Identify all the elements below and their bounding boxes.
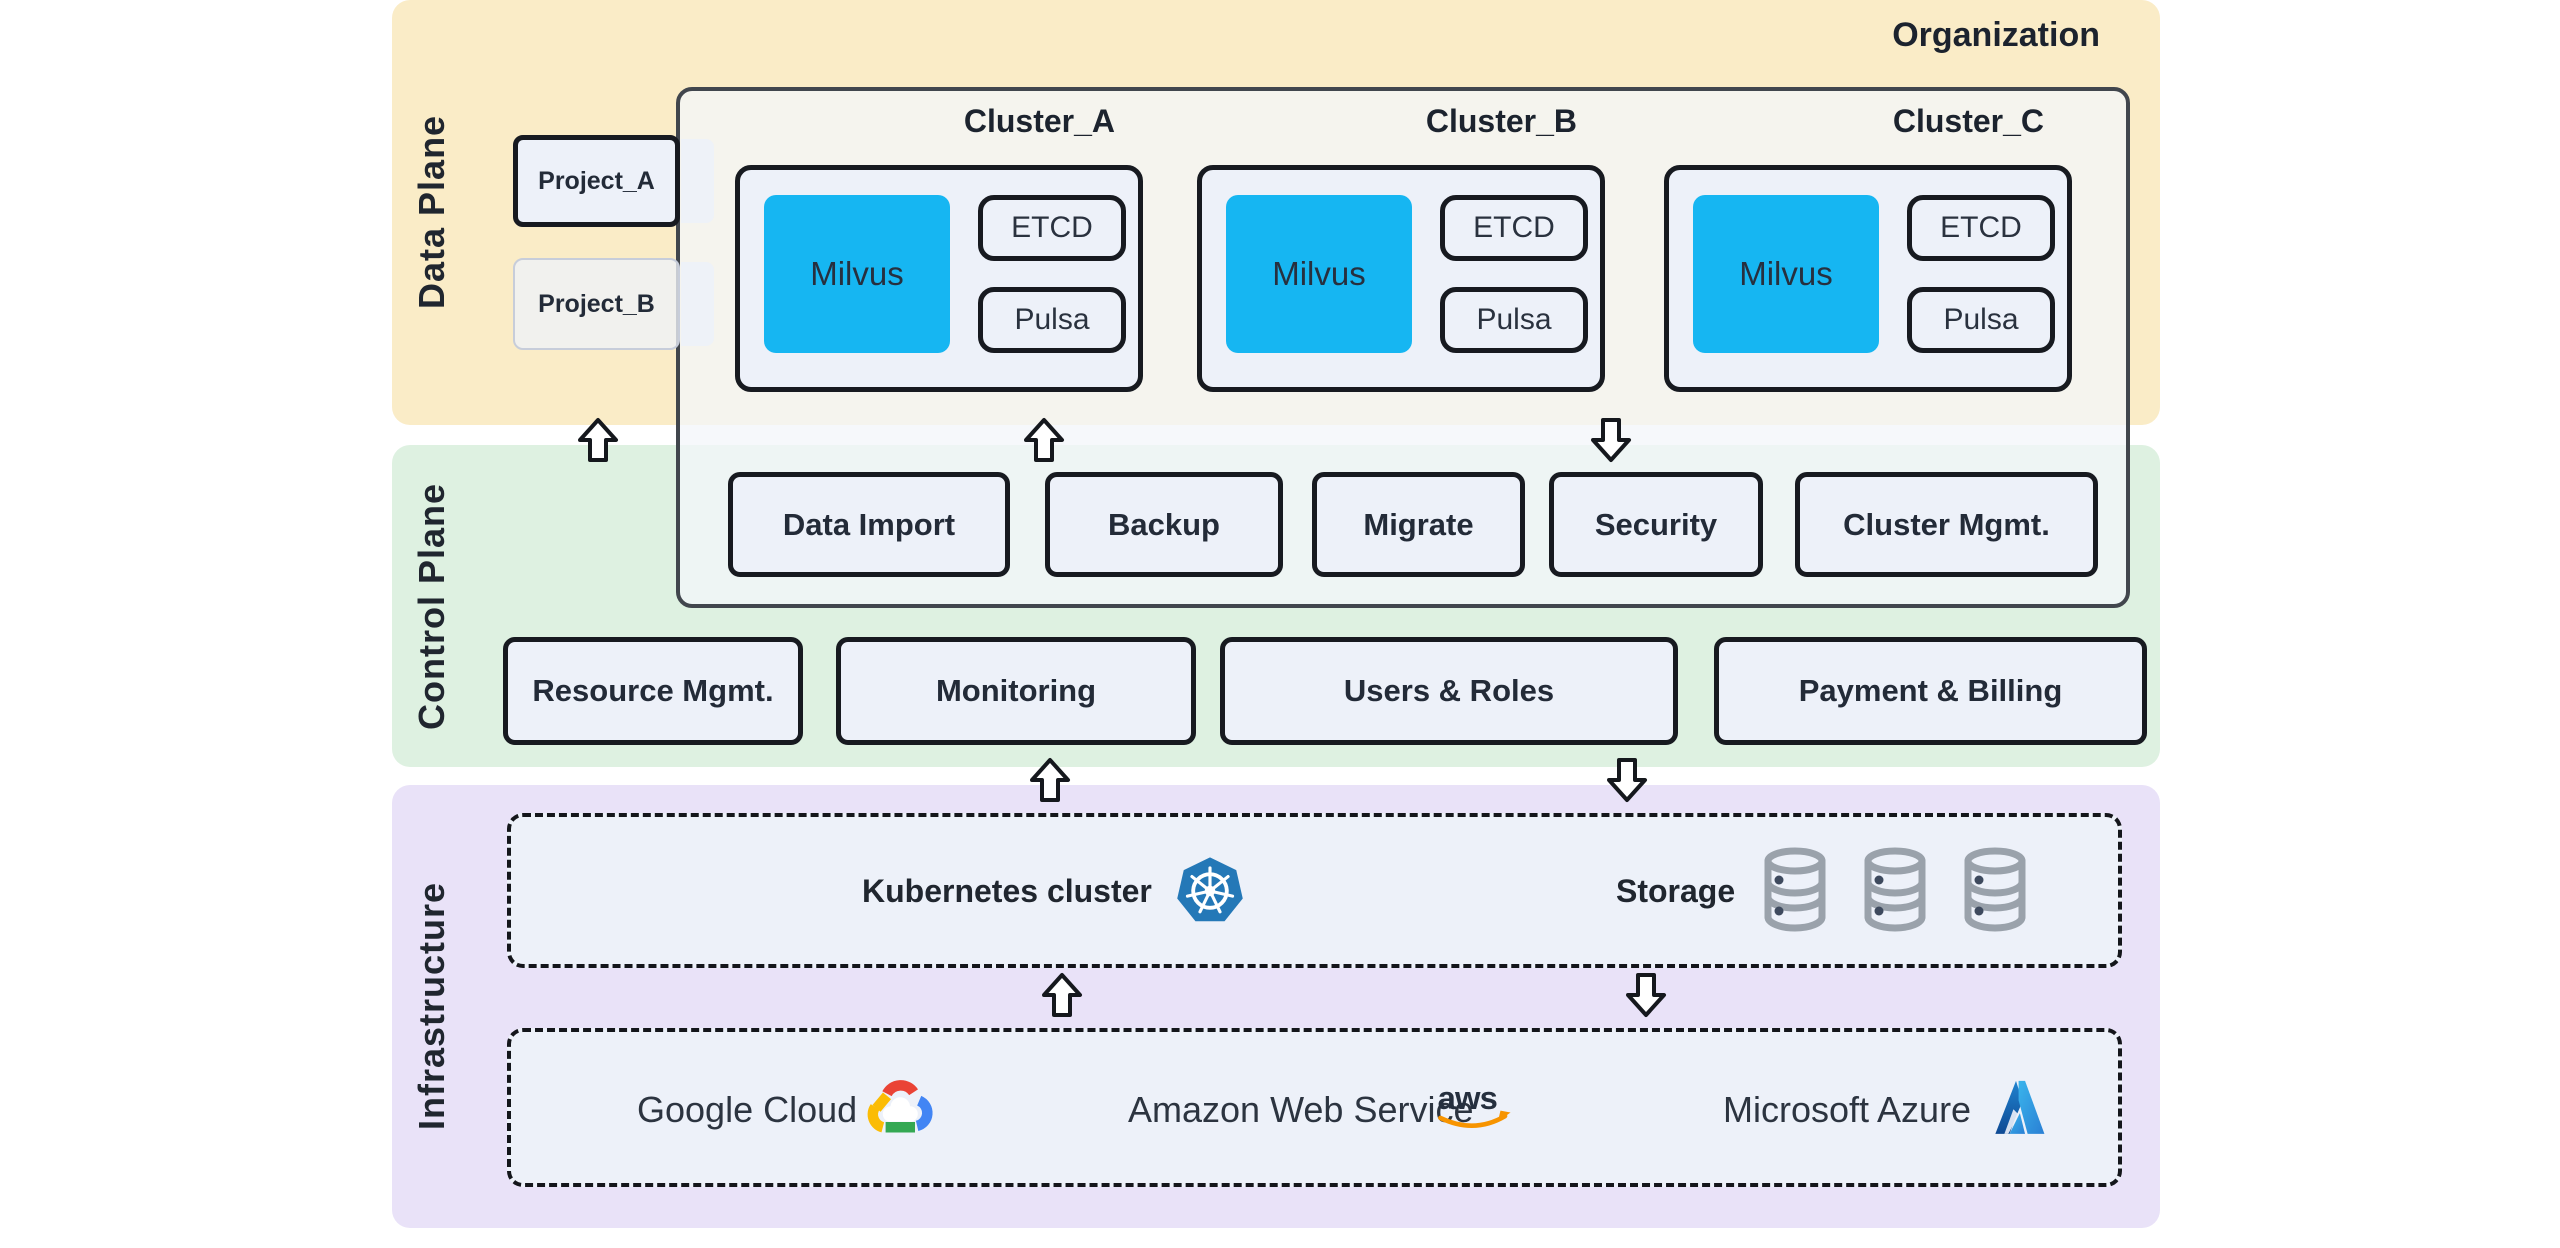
kubernetes-icon	[1177, 857, 1243, 922]
cluster-c-box: Milvus ETCD Pulsa	[1664, 165, 2072, 392]
project-b-box: Project_B	[513, 258, 680, 350]
cluster-b-box: Milvus ETCD Pulsa	[1197, 165, 1605, 392]
storage-label: Storage	[1616, 873, 1736, 909]
kubernetes-storage-box	[507, 813, 2122, 968]
etcd-box: ETCD	[978, 195, 1126, 261]
milvus-box: Milvus	[1693, 195, 1879, 353]
milvus-box: Milvus	[1226, 195, 1412, 353]
pulsa-box: Pulsa	[1440, 287, 1588, 353]
database-icon	[1864, 847, 1926, 932]
migrate-box: Migrate	[1312, 472, 1525, 577]
users-roles-box: Users & Roles	[1220, 637, 1678, 745]
infrastructure-label: Infrastructure	[411, 881, 452, 1131]
organization-label: Organization	[1892, 16, 2100, 54]
project-b-tab	[681, 262, 714, 346]
database-icon	[1764, 847, 1826, 932]
up-arrow-icon	[1030, 758, 1070, 802]
payment-billing-box: Payment & Billing	[1714, 637, 2147, 745]
project-a-tab	[681, 139, 714, 223]
security-box: Security	[1549, 472, 1763, 577]
cluster-a-title: Cluster_A	[963, 103, 1115, 139]
amazon-web-service-label: Amazon Web Service	[1128, 1089, 1474, 1130]
cluster-c-title: Cluster_C	[1892, 103, 2044, 139]
database-icon	[1964, 847, 2026, 932]
cloud-providers-box	[507, 1028, 2122, 1187]
monitoring-box: Monitoring	[836, 637, 1196, 745]
cluster-b-title: Cluster_B	[1425, 103, 1577, 139]
azure-icon	[1995, 1080, 2045, 1134]
data-plane-label: Data Plane	[411, 114, 452, 310]
aws-icon: aws	[1438, 1079, 1511, 1128]
down-arrow-icon	[1591, 418, 1631, 462]
svg-text:aws: aws	[1438, 1079, 1497, 1116]
cluster-mgmt-box: Cluster Mgmt.	[1795, 472, 2098, 577]
up-arrow-icon	[1042, 973, 1082, 1017]
cluster-a-box: Milvus ETCD Pulsa	[735, 165, 1143, 392]
down-arrow-icon	[1626, 973, 1666, 1017]
resource-mgmt-box: Resource Mgmt.	[503, 637, 803, 745]
data-import-box: Data Import	[728, 472, 1010, 577]
milvus-box: Milvus	[764, 195, 950, 353]
up-arrow-icon	[578, 418, 618, 462]
up-arrow-icon	[1024, 418, 1064, 462]
etcd-box: ETCD	[1907, 195, 2055, 261]
pulsa-box: Pulsa	[1907, 287, 2055, 353]
control-plane-label: Control Plane	[411, 482, 452, 730]
down-arrow-icon	[1607, 758, 1647, 802]
google-cloud-icon	[867, 1080, 933, 1133]
pulsa-box: Pulsa	[978, 287, 1126, 353]
etcd-box: ETCD	[1440, 195, 1588, 261]
google-cloud-label: Google Cloud	[637, 1089, 858, 1130]
kubernetes-cluster-label: Kubernetes cluster	[862, 873, 1152, 909]
project-a-box: Project_A	[513, 135, 680, 227]
backup-box: Backup	[1045, 472, 1283, 577]
microsoft-azure-label: Microsoft Azure	[1723, 1089, 1972, 1130]
